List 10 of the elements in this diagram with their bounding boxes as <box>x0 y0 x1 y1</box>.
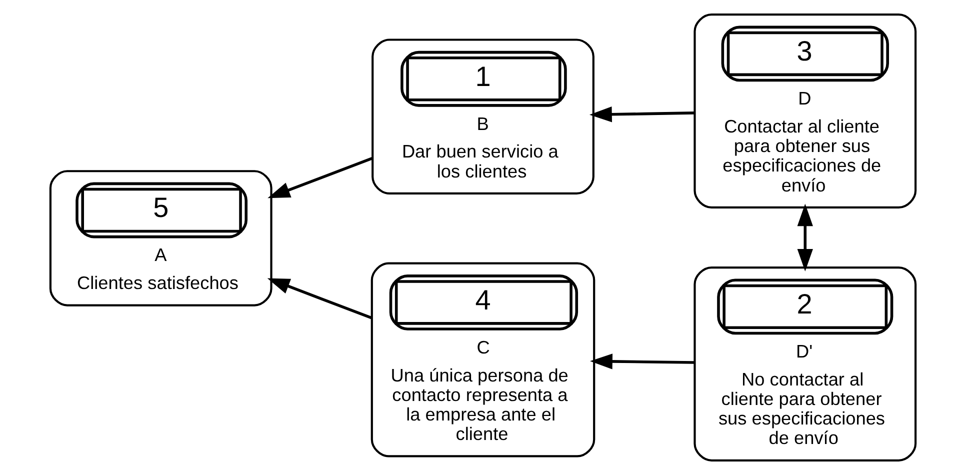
arrow <box>590 353 694 369</box>
node-box: 2 D' No contactar al cliente para obtener sus especificaciones de envío <box>693 266 916 461</box>
arrow <box>266 278 372 319</box>
arrow <box>267 156 372 198</box>
node-box: 1 B Dar buen servicio a los clientes <box>371 38 594 194</box>
node-box: 5 A Clientes satisfechos <box>48 170 272 306</box>
node-box: 4 C Una única persona de contacto representa a la empresa ante el cliente <box>370 262 595 457</box>
arrow <box>588 106 694 122</box>
node-box: 3 D Contactar al cliente para obtener sus especificaciones de envío <box>693 13 916 208</box>
arrow <box>796 203 812 271</box>
